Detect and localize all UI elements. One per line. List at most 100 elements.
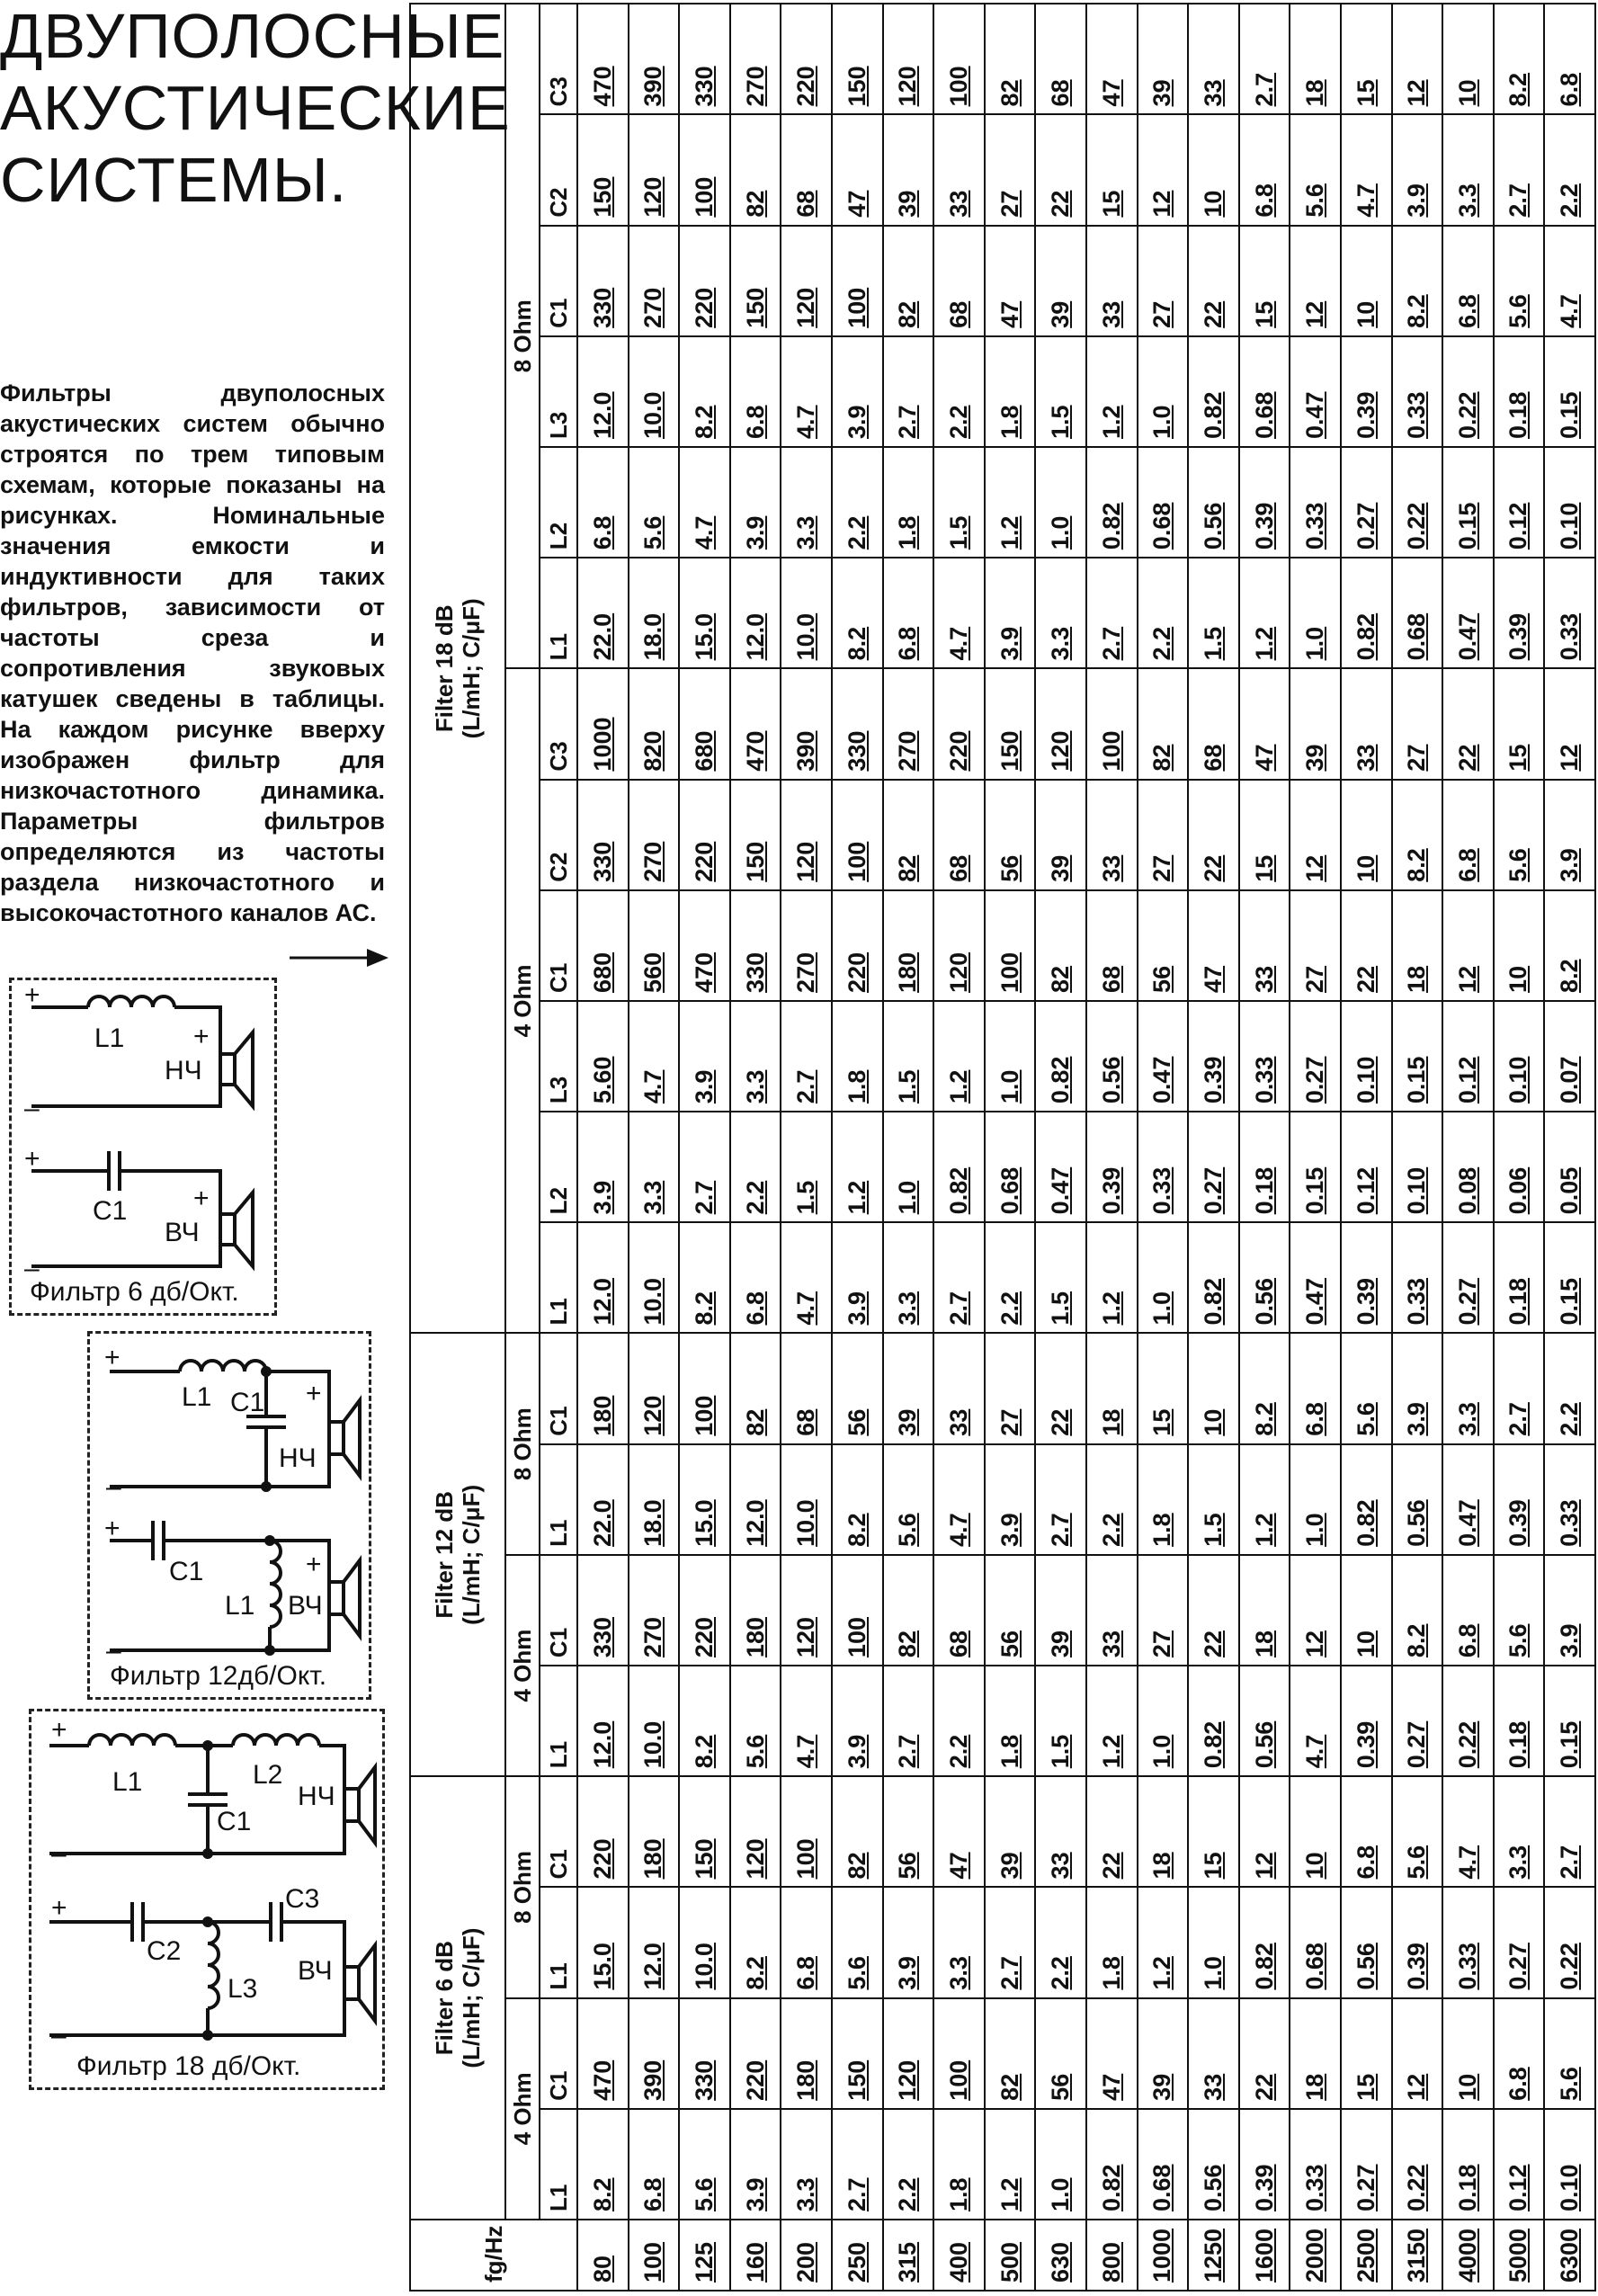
value-cell: 270 <box>781 889 832 1001</box>
value-cell: 1.2 <box>1238 558 1290 669</box>
minus-label: – <box>24 1094 40 1123</box>
cell-value: 2.7 <box>894 405 922 439</box>
value-cell: 4.7 <box>781 1666 832 1777</box>
value-cell: 12 <box>1391 4 1443 115</box>
frequency-cell: 125 <box>679 2220 730 2291</box>
cell-value: 12 <box>1453 965 1481 993</box>
value-cell: 10 <box>1188 114 1239 226</box>
cell-value: 0.15 <box>1453 502 1481 550</box>
cell-value: 10.0 <box>639 391 667 439</box>
cell-value: 0.05 <box>1556 1166 1584 1215</box>
value-cell: 33 <box>933 114 985 226</box>
frequency-cell: 250 <box>831 2220 883 2291</box>
cell-value: 680 <box>690 730 718 772</box>
filter-values-table: fg/Hz Filter 6 dB (L/mH; C/μF) Filter 12… <box>409 3 1596 2292</box>
cell-value: 330 <box>588 1617 616 1658</box>
cell-value: 27 <box>995 190 1023 218</box>
value-cell: 1.5 <box>781 1112 832 1223</box>
group-title: Filter 6 dB <box>431 1941 458 2056</box>
freq-header: fg/Hz <box>410 2220 577 2291</box>
value-cell: 0.39 <box>1340 1666 1392 1777</box>
cell-value: 82 <box>741 1408 769 1436</box>
cell-value: 630 <box>1047 2241 1075 2283</box>
value-cell: 0.27 <box>1290 1000 1341 1112</box>
cell-value: 22 <box>1199 300 1227 328</box>
value-cell: 0.05 <box>1544 1112 1595 1223</box>
plus-label: + <box>306 1550 322 1579</box>
cell-value: 120 <box>792 841 820 882</box>
value-cell: 15 <box>1137 1333 1189 1444</box>
cell-value: 22 <box>1097 1852 1125 1880</box>
cell-value: 180 <box>792 2059 820 2101</box>
value-cell: 0.33 <box>1238 1000 1290 1112</box>
value-cell: 15 <box>1493 668 1545 780</box>
cell-value: 3.9 <box>1556 1623 1584 1658</box>
cell-value: 0.10 <box>1403 1166 1431 1215</box>
tweeter-label: ВЧ <box>298 1956 333 1986</box>
value-cell: 270 <box>628 1554 680 1666</box>
value-cell: 6.8 <box>729 335 781 447</box>
value-cell: 15 <box>1188 1776 1239 1888</box>
cell-value: 0.33 <box>1556 612 1584 661</box>
value-cell: 0.33 <box>1544 558 1595 669</box>
arrow-right-icon <box>290 949 388 967</box>
cell-value: 33 <box>944 1408 972 1436</box>
cell-value: 8.2 <box>690 1291 718 1326</box>
ohm-header: 4 Ohm <box>505 1554 540 1777</box>
cell-value: 180 <box>741 1617 769 1658</box>
value-cell: 1.2 <box>984 2108 1036 2220</box>
value-cell: 39 <box>882 1333 934 1444</box>
frequency-cell: 6300 <box>1544 2220 1595 2291</box>
cell-value: 100 <box>792 1838 820 1880</box>
value-cell: 6.8 <box>1442 225 1494 336</box>
cell-value: 100 <box>843 1617 870 1658</box>
value-cell: 8.2 <box>1493 4 1545 115</box>
cell-value: 220 <box>843 951 870 993</box>
value-cell: 470 <box>577 1997 629 2109</box>
cell-value: 470 <box>741 730 769 772</box>
cell-value: 6.8 <box>1504 2067 1532 2101</box>
value-cell: 0.68 <box>1290 1887 1341 1998</box>
inductor-l1-label: L1 <box>182 1382 211 1412</box>
value-cell: 220 <box>781 4 832 115</box>
cell-value: 47 <box>843 190 870 218</box>
cell-value: 22 <box>1250 2073 1278 2101</box>
value-cell: 82 <box>729 114 781 226</box>
value-cell: 8.2 <box>1391 225 1443 336</box>
value-cell: 120 <box>729 1776 781 1888</box>
cell-value: 0.68 <box>1148 502 1176 550</box>
cell-value: 470 <box>690 951 718 993</box>
cell-value: 2.7 <box>944 1291 972 1326</box>
value-cell: 0.12 <box>1493 2108 1545 2220</box>
cell-value: 15 <box>1148 1408 1176 1436</box>
value-cell: 8.2 <box>1391 1554 1443 1666</box>
value-cell: 22 <box>1238 1997 1290 2109</box>
cell-value: 3.9 <box>588 1180 616 1215</box>
col-header: L2 <box>540 447 577 558</box>
cell-value: 3150 <box>1403 2228 1431 2283</box>
value-cell: 0.68 <box>1391 558 1443 669</box>
value-cell: 12 <box>1442 889 1494 1001</box>
cell-value: 0.82 <box>1199 1720 1227 1769</box>
cell-value: 330 <box>741 951 769 993</box>
title-line-2: АКУСТИЧЕСКИЕ <box>0 73 511 143</box>
cell-value: 120 <box>1047 730 1075 772</box>
value-cell: 3.9 <box>984 558 1036 669</box>
cell-value: 18 <box>1097 1408 1125 1436</box>
value-cell: 1.5 <box>1188 558 1239 669</box>
value-cell: 10.0 <box>781 1443 832 1555</box>
cell-value: 6300 <box>1556 2228 1584 2283</box>
cell-value: 1.5 <box>1047 405 1075 439</box>
value-cell: 1.2 <box>933 1000 985 1112</box>
value-cell: 100 <box>831 225 883 336</box>
value-cell: 1.0 <box>1137 335 1189 447</box>
cell-value: 15 <box>1199 1852 1227 1880</box>
cell-value: 220 <box>792 66 820 107</box>
value-cell: 5.6 <box>1340 1333 1392 1444</box>
cell-value: 3.9 <box>843 1291 870 1326</box>
cell-value: 12 <box>1403 2073 1431 2101</box>
value-cell: 6.8 <box>1238 114 1290 226</box>
cell-value: 3.3 <box>944 1956 972 1990</box>
